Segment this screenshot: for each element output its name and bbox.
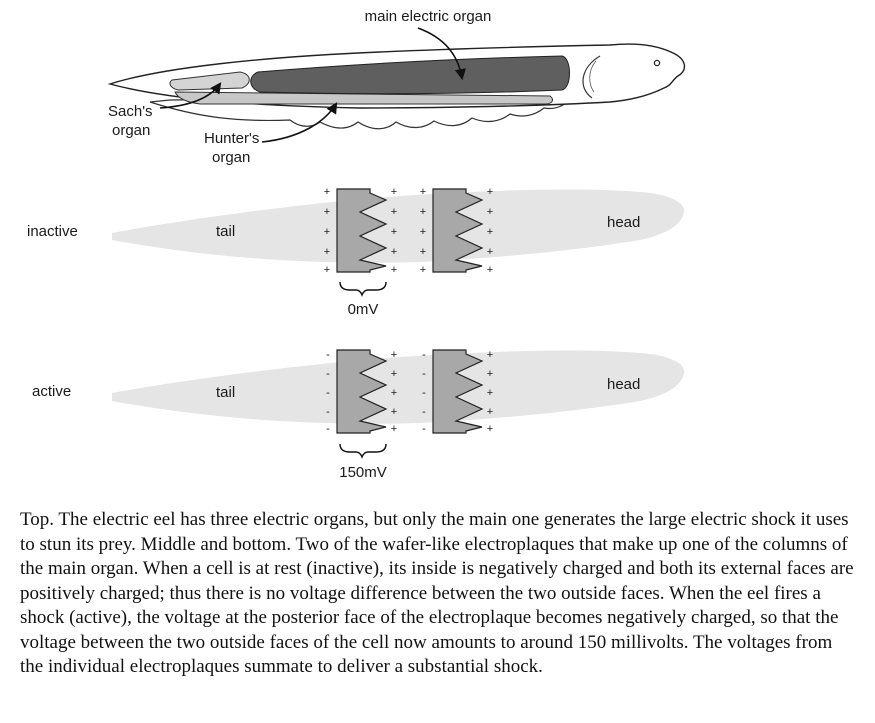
eel-anatomy: main electric organ Sach's organ Hunter'… [107,8,686,166]
svg-text:-: - [422,406,426,418]
active-right-anterior-sign: + [487,349,493,361]
svg-text:+: + [487,246,493,258]
svg-text:-: - [326,387,330,399]
svg-text:+: + [391,206,397,218]
svg-text:-: - [326,368,330,380]
active-left-anterior-sign: + [391,349,397,361]
active-voltage-brace [339,443,387,459]
inactive-tail-label: tail [216,223,235,240]
active-head-label: head [607,376,640,393]
hunters-organ-label-line1: Hunter's [204,130,259,147]
inactive-left-anterior-sign: + [391,186,397,198]
svg-text:+: + [420,246,426,258]
main-organ-arrow [417,27,466,81]
main-organ-label: main electric organ [365,8,492,25]
active-state-label: active [32,383,71,400]
inactive-state-label: inactive [27,223,78,240]
inactive-left-posterior-sign: + [324,186,330,198]
active-tail-label: tail [216,384,235,401]
hunters-organ-shape [174,91,553,105]
svg-text:+: + [420,226,426,238]
svg-text:+: + [487,368,493,380]
svg-text:+: + [391,226,397,238]
sachs-organ-label-line1: Sach's [108,103,153,120]
svg-text:-: - [422,368,426,380]
svg-text:-: - [422,387,426,399]
inactive-right-posterior-sign: + [420,186,426,198]
electric-eel-diagram: main electric organ Sach's organ Hunter'… [27,8,686,481]
inactive-eel-silhouette [112,189,685,263]
svg-text:+: + [324,226,330,238]
svg-text:+: + [487,423,493,435]
inactive-right-anterior-sign: + [487,186,493,198]
svg-text:+: + [487,264,493,276]
sachs-organ-shape [169,71,250,91]
svg-text:-: - [326,406,330,418]
svg-text:+: + [391,264,397,276]
svg-text:+: + [420,206,426,218]
svg-text:-: - [422,423,426,435]
active-left-posterior-sign: - [326,349,330,361]
active-eel-silhouette [112,350,685,424]
svg-text:+: + [391,246,397,258]
active-voltage-label: 150mV [339,464,387,481]
inactive-voltage-label: 0mV [348,301,379,318]
inactive-voltage-brace [339,281,387,297]
svg-text:+: + [391,368,397,380]
active-electroplaque-left [336,349,388,434]
svg-text:+: + [324,206,330,218]
svg-text:+: + [487,206,493,218]
gill-line [582,55,601,99]
svg-text:+: + [324,246,330,258]
svg-text:+: + [420,264,426,276]
inactive-electroplaque-left [336,188,388,273]
active-right-posterior-sign: - [422,349,426,361]
inactive-signs: + + + + + + + + + + + + + + + + + + + + [324,186,493,276]
svg-text:-: - [326,423,330,435]
sachs-organ-arrow [159,82,222,109]
svg-text:+: + [487,406,493,418]
inactive-head-label: head [607,214,640,231]
svg-text:+: + [487,226,493,238]
main-electric-organ-shape [250,55,570,95]
figure-caption: Top. The electric eel has three electric… [20,509,854,677]
svg-text:+: + [487,387,493,399]
active-signs: - - - - - + + + + + - - - - - + + + + + [326,349,493,435]
active-electroplaque-right [432,349,484,434]
svg-text:+: + [391,423,397,435]
inactive-panel: inactive tail head + + + + + + + + + + +… [27,186,685,318]
inactive-electroplaque-right [432,188,484,273]
svg-text:+: + [324,264,330,276]
active-panel: active tail head - - - - - + + + + + - -… [32,349,685,481]
hunters-organ-label-line2: organ [212,149,250,166]
svg-text:+: + [391,387,397,399]
sachs-organ-label-line2: organ [112,122,150,139]
svg-text:+: + [391,406,397,418]
hunters-organ-arrow [261,102,338,143]
eye [653,59,661,67]
